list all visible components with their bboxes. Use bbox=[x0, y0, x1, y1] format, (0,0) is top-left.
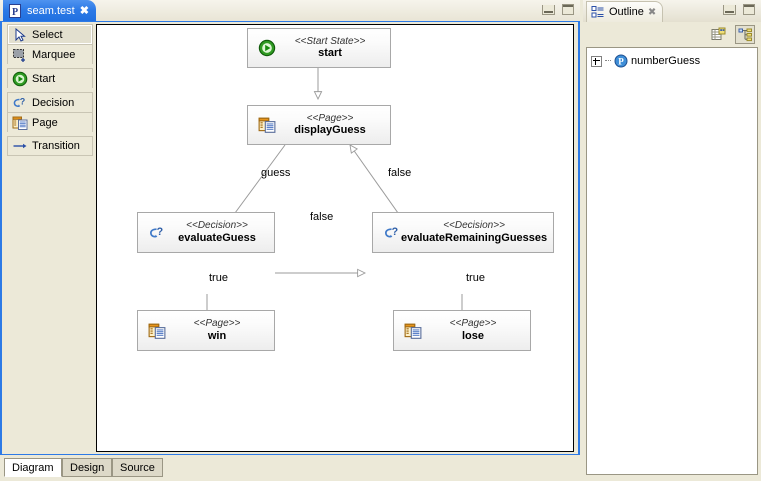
marquee-icon bbox=[12, 47, 28, 63]
start-state-icon bbox=[258, 39, 276, 57]
palette-item-marquee[interactable]: Marquee bbox=[7, 44, 93, 64]
page-icon bbox=[404, 322, 422, 340]
node-stereotype: <<Decision>> bbox=[443, 220, 505, 232]
node-stereotype: <<Start State>> bbox=[294, 35, 366, 47]
palette-item-select[interactable]: Select bbox=[7, 24, 93, 44]
palette-item-label: Start bbox=[32, 72, 56, 85]
tab-diagram[interactable]: Diagram bbox=[4, 458, 62, 477]
node-stereotype: <<Decision>> bbox=[186, 220, 248, 232]
page-icon bbox=[258, 116, 276, 134]
table-page-icon[interactable] bbox=[709, 25, 729, 44]
editor-body: Select Marquee bbox=[0, 21, 580, 455]
outline-view: Outline ✖ bbox=[583, 0, 761, 481]
expand-icon[interactable] bbox=[591, 55, 602, 67]
node-name: evaluateRemainingGuesses bbox=[401, 231, 548, 244]
editor-tab-seam-test[interactable]: P seam.test ✖ bbox=[3, 0, 96, 22]
outline-toolbar bbox=[583, 22, 761, 46]
diagram-node-evaluateRemainingGuesses[interactable]: ? <<Decision>> evaluateRemainingGuesses bbox=[372, 212, 554, 253]
palette-item-label: Select bbox=[32, 28, 63, 41]
minimize-icon[interactable] bbox=[723, 4, 736, 15]
svg-text:?: ? bbox=[20, 96, 26, 106]
palette-item-decision[interactable]: ? Decision bbox=[7, 92, 93, 112]
palette-item-label: Page bbox=[32, 116, 58, 129]
outline-tab-label: Outline bbox=[609, 6, 644, 18]
palette-item-label: Transition bbox=[32, 140, 80, 152]
palette-item-page[interactable]: Page bbox=[7, 112, 93, 132]
node-stereotype: <<Page>> bbox=[193, 318, 241, 330]
close-icon[interactable]: ✖ bbox=[79, 4, 89, 17]
palette-item-label: Marquee bbox=[32, 48, 76, 61]
node-name: win bbox=[207, 329, 227, 342]
edge-label-false-chain: false bbox=[310, 211, 334, 223]
minimize-icon[interactable] bbox=[542, 4, 555, 15]
node-text: <<Decision>> evaluateGuess bbox=[166, 220, 274, 244]
page-icon bbox=[12, 115, 28, 131]
svg-text:?: ? bbox=[157, 225, 164, 237]
node-name: lose bbox=[461, 329, 484, 342]
node-text: <<Decision>> evaluateRemainingGuesses bbox=[401, 220, 553, 244]
diagram-canvas[interactable]: <<Start State>> start bbox=[96, 24, 574, 452]
node-text: <<Start State>> start bbox=[276, 36, 390, 60]
palette-item-transition[interactable]: Transition bbox=[7, 136, 93, 156]
svg-text:P: P bbox=[12, 7, 18, 18]
diagram-node-win[interactable]: <<Page>> win bbox=[137, 310, 275, 351]
node-name: start bbox=[318, 47, 342, 60]
node-text: <<Page>> lose bbox=[422, 318, 530, 342]
decision-icon: ? bbox=[12, 95, 28, 111]
process-icon: P bbox=[614, 54, 628, 68]
diagram-node-evaluateGuess[interactable]: ? <<Decision>> evaluateGuess bbox=[137, 212, 275, 253]
transition-arrow-icon bbox=[12, 138, 28, 154]
svg-text:?: ? bbox=[392, 225, 399, 237]
maximize-icon[interactable] bbox=[562, 4, 574, 15]
editor-tab-label: seam.test bbox=[27, 5, 75, 17]
outline-tab[interactable]: Outline ✖ bbox=[586, 1, 664, 22]
svg-text:P: P bbox=[618, 56, 624, 66]
diagram-content: <<Start State>> start bbox=[97, 25, 573, 451]
tree-hierarchy-icon[interactable] bbox=[735, 25, 755, 44]
editor-inner: Select Marquee bbox=[2, 22, 578, 454]
diagram-node-displayGuess[interactable]: <<Page>> displayGuess bbox=[247, 105, 391, 145]
tab-design[interactable]: Design bbox=[62, 458, 113, 477]
node-text: <<Page>> win bbox=[166, 318, 274, 342]
tree-item-label: numberGuess bbox=[631, 55, 701, 67]
edge-label-true-win: true bbox=[209, 272, 228, 284]
diagram-node-start[interactable]: <<Start State>> start bbox=[247, 28, 391, 68]
cursor-arrow-icon bbox=[12, 27, 28, 43]
close-icon[interactable]: ✖ bbox=[647, 6, 657, 18]
tree-item-numberGuess[interactable]: P numberGuess bbox=[587, 48, 757, 70]
edge-label-guess: guess bbox=[261, 167, 291, 179]
node-stereotype: <<Page>> bbox=[306, 112, 354, 124]
decision-icon: ? bbox=[383, 224, 401, 242]
outline-window-buttons bbox=[723, 4, 755, 15]
diagram-node-lose[interactable]: <<Page>> lose bbox=[393, 310, 531, 351]
editor-bottom-tabs: Diagram Design Source bbox=[0, 455, 580, 481]
palette: Select Marquee bbox=[7, 24, 93, 452]
edge-label-true-lose: true bbox=[466, 272, 485, 284]
maximize-icon[interactable] bbox=[743, 4, 755, 15]
tree-connector bbox=[605, 60, 611, 62]
start-state-icon bbox=[12, 71, 28, 87]
node-name: evaluateGuess bbox=[178, 231, 256, 244]
node-stereotype: <<Page>> bbox=[449, 318, 497, 330]
palette-item-label: Decision bbox=[32, 96, 75, 109]
process-file-icon: P bbox=[8, 4, 22, 18]
decision-icon: ? bbox=[148, 224, 166, 242]
editor-window: P seam.test ✖ bbox=[0, 0, 580, 481]
editor-window-buttons bbox=[542, 4, 574, 15]
node-name: displayGuess bbox=[294, 124, 366, 137]
page-icon bbox=[148, 322, 166, 340]
edge-label-false-return: false bbox=[388, 167, 412, 179]
tab-source[interactable]: Source bbox=[112, 458, 163, 477]
outline-tab-row: Outline ✖ bbox=[583, 0, 761, 22]
outline-tree[interactable]: P numberGuess bbox=[586, 47, 758, 475]
outline-icon bbox=[591, 5, 605, 19]
palette-item-start[interactable]: Start bbox=[7, 68, 93, 88]
editor-tab-row: P seam.test ✖ bbox=[0, 0, 580, 22]
node-text: <<Page>> displayGuess bbox=[276, 113, 390, 137]
